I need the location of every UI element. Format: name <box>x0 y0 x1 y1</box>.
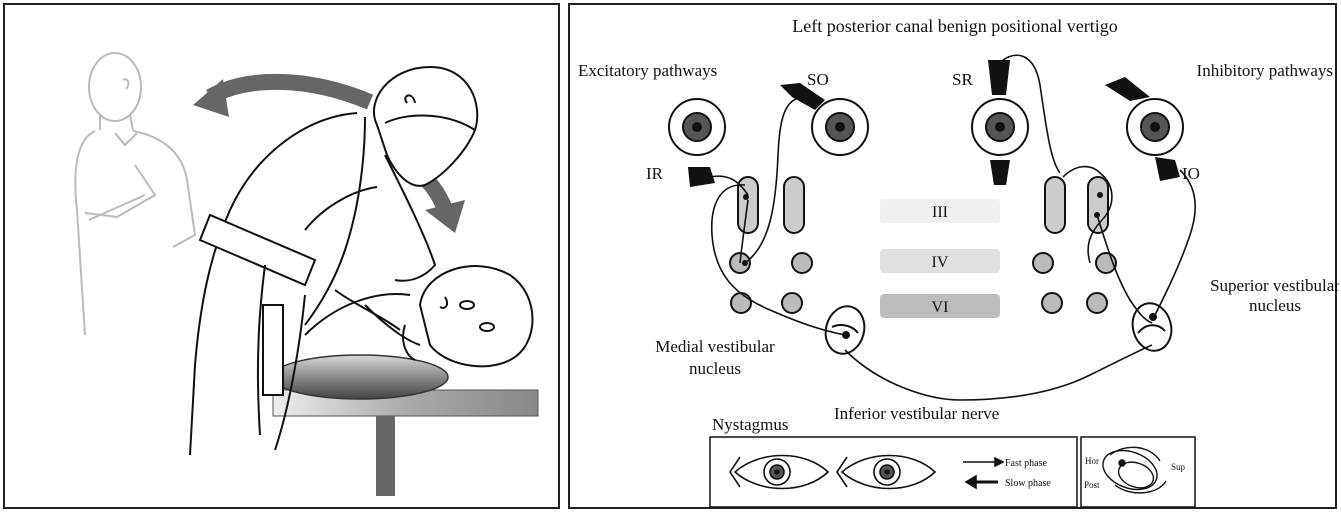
medial-vestibular-nucleus-label-1: Medial vestibular <box>655 337 775 356</box>
nystagmus-eye-1 <box>730 456 828 489</box>
pillow <box>272 355 448 399</box>
semicircular-canals <box>1098 444 1166 497</box>
eye-left-1 <box>669 99 725 155</box>
inferior-vestibular-nerve-label: Inferior vestibular nerve <box>834 404 999 423</box>
maneuver-illustration <box>5 5 562 511</box>
patient-figure <box>365 266 533 366</box>
slow-phase-label: Slow phase <box>1005 478 1051 489</box>
inferior-oblique-muscle <box>1155 157 1180 181</box>
inferior-oblique-label: IO <box>1182 164 1200 183</box>
nucleus-iii-label: III <box>932 204 948 221</box>
medial-vestibular-nucleus-label-2: nucleus <box>689 359 741 378</box>
superior-oblique-label: SO <box>807 70 829 89</box>
nystagmus-label: Nystagmus <box>712 415 789 434</box>
posterior-canal-label: Post <box>1084 480 1100 490</box>
superior-rectus-muscle-lower <box>990 160 1010 185</box>
initial-position-figure <box>75 53 195 335</box>
inhibitory-pathways-label: Inhibitory pathways <box>1197 61 1333 80</box>
neural-pathways <box>710 55 1195 400</box>
nucleus-iv-label: IV <box>932 254 949 271</box>
maneuver-panel <box>3 3 560 509</box>
pathway-diagram: Left posterior canal benign positional v… <box>570 5 1339 511</box>
eye-right-2 <box>1127 99 1183 155</box>
nystagmus-eye-2 <box>837 456 935 489</box>
eye-right-1 <box>972 99 1028 155</box>
inferior-rectus-label: IR <box>646 164 664 183</box>
diagram-title: Left posterior canal benign positional v… <box>792 16 1117 36</box>
phase-legend <box>963 458 1003 488</box>
nucleus-vi-label: VI <box>932 299 949 316</box>
fast-phase-label: Fast phase <box>1005 458 1048 469</box>
exam-table-leg <box>376 416 395 496</box>
superior-rectus-label: SR <box>952 70 973 89</box>
superior-rectus-muscle <box>988 60 1010 95</box>
eye-left-2 <box>812 99 868 155</box>
horizontal-canal-label: Hor <box>1085 456 1099 466</box>
superior-vestibular-nucleus-label-1: Superior vestibular <box>1210 276 1339 295</box>
backward-arrow <box>210 82 370 102</box>
pathway-panel: Left posterior canal benign positional v… <box>568 3 1337 509</box>
backward-arrowhead <box>193 79 229 117</box>
inhibitory-pathway-muscle <box>1105 77 1150 101</box>
vestibular-nucleus-left <box>820 302 869 358</box>
superior-canal-label: Sup <box>1171 462 1186 472</box>
superior-vestibular-nucleus-label-2: nucleus <box>1249 296 1301 315</box>
excitatory-pathways-label: Excitatory pathways <box>578 61 717 80</box>
